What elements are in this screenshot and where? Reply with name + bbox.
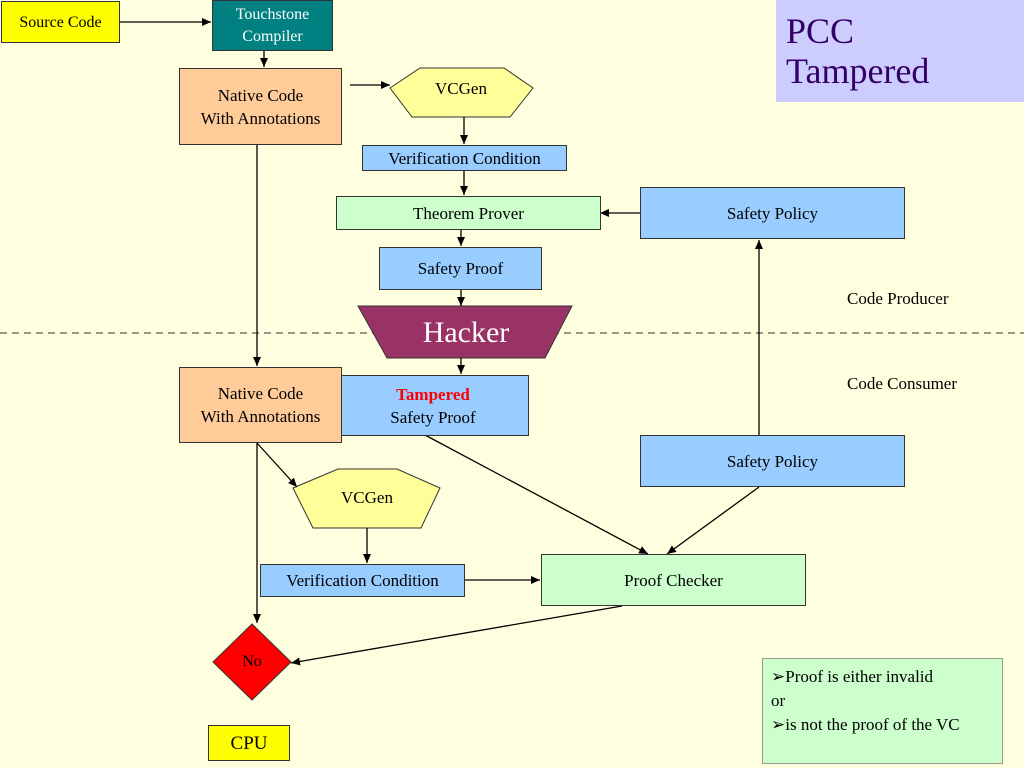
- tampered-proof-label: Safety Proof: [390, 407, 476, 427]
- cpu-label: CPU: [230, 732, 268, 754]
- native-code-bottom-label-2: With Annotations: [200, 407, 321, 426]
- no-diamond: [212, 623, 292, 701]
- vcgen-top-label: VCGen: [435, 79, 487, 98]
- title-line1: PCC: [786, 11, 855, 51]
- safety-policy-top-label: Safety Policy: [726, 203, 819, 223]
- tampered-label: Tampered: [396, 384, 470, 404]
- arrow-tampered-to-checker: [424, 434, 649, 555]
- proof-checker-box: Proof Checker: [541, 554, 806, 606]
- arrow-native-to-vcgen-bottom: [256, 442, 298, 488]
- hacker: Hacker: [387, 312, 545, 354]
- arrow-checker-to-no: [290, 605, 623, 666]
- native-code-top-label-1: Native Code: [217, 85, 304, 105]
- code-consumer-label: Code Consumer: [847, 374, 958, 393]
- note-line-2: or: [771, 691, 786, 710]
- conclusion-note: ➢Proof is either invalid or ➢is not the …: [762, 658, 1003, 764]
- verification-condition-bottom-box: Verification Condition: [260, 564, 465, 597]
- native-code-bottom-label-1: Native Code: [217, 384, 304, 403]
- vcgen-bottom-shape: [292, 468, 441, 529]
- note-text-3: is not the proof of the VC: [785, 715, 960, 734]
- no-label: No: [242, 653, 262, 670]
- proof-checker-label: Proof Checker: [624, 570, 723, 590]
- safety-policy-top-box: Safety Policy: [640, 187, 905, 239]
- vcgen-top-shape: [389, 67, 534, 118]
- safety-policy-bottom-label: Safety Policy: [726, 451, 819, 471]
- safety-proof-box: Safety Proof: [379, 247, 542, 290]
- note-line-3: ➢is not the proof of the VC: [771, 713, 994, 737]
- code-producer-label: Code Producer: [847, 289, 949, 308]
- vcgen-bottom-label: VCGen: [341, 488, 393, 507]
- title-box: PCC Tampered: [776, 0, 1024, 102]
- cpu-box: CPU: [208, 725, 290, 761]
- source-code-box: Source Code: [1, 1, 120, 43]
- verification-condition-top-box: Verification Condition: [362, 145, 567, 171]
- safety-policy-bottom-box: Safety Policy: [640, 435, 905, 487]
- note-bullet-1: ➢: [771, 667, 786, 686]
- arrow-policy-to-checker: [666, 486, 760, 555]
- title-line2: Tampered: [786, 51, 930, 91]
- theorem-prover-label: Theorem Prover: [413, 203, 524, 223]
- native-code-top-box: Native Code With Annotations: [179, 68, 342, 145]
- verification-condition-top-label: Verification Condition: [388, 148, 541, 168]
- hacker-shape: [357, 305, 573, 359]
- vcgen-top: VCGen: [412, 74, 510, 104]
- compiler-box: Touchstone Compiler: [212, 0, 333, 51]
- no: No: [222, 650, 282, 674]
- theorem-prover-box: Theorem Prover: [336, 196, 601, 230]
- verification-condition-bottom-label: Verification Condition: [286, 571, 439, 590]
- note-bullet-2: ➢: [771, 715, 786, 734]
- native-code-top-label-2: With Annotations: [200, 108, 321, 128]
- safety-proof-label: Safety Proof: [417, 259, 504, 278]
- note-line-1: ➢Proof is either invalid: [771, 665, 994, 689]
- vcgen-bottom: VCGen: [313, 483, 421, 513]
- note-text-1: Proof is either invalid: [785, 667, 934, 686]
- compiler-label-1: Touchstone: [235, 5, 310, 23]
- source-code-label: Source Code: [19, 13, 102, 31]
- hacker-label: Hacker: [422, 316, 510, 349]
- compiler-label-2: Compiler: [242, 27, 303, 45]
- native-code-bottom-box: Native Code With Annotations: [179, 367, 342, 443]
- tampered-proof-box: Tampered Safety Proof: [337, 375, 529, 436]
